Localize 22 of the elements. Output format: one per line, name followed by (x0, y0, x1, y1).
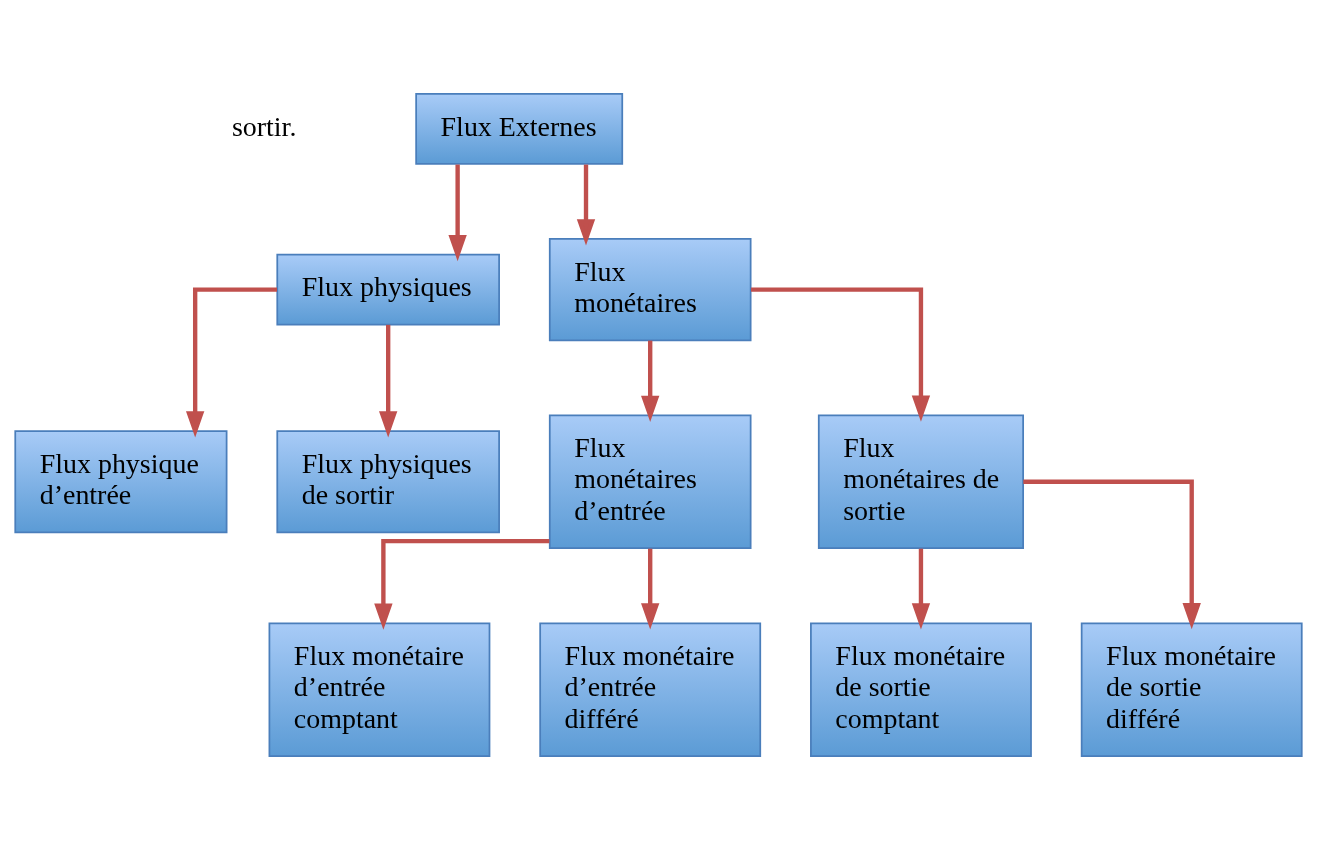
node-box: Flux physique d’entrée (14, 430, 228, 534)
node-box: Flux physiques de sortir (276, 430, 500, 534)
node-box: Flux monétaire de sortie différé (1080, 622, 1303, 757)
node-box: Flux monétaire d’entrée comptant (268, 622, 491, 757)
node-box: Flux physiques (276, 253, 500, 326)
arrow (641, 340, 660, 422)
arrow (186, 287, 277, 438)
label: sortir. (231, 110, 297, 142)
arrow (576, 164, 596, 246)
arrow (1023, 479, 1201, 630)
arrow (751, 287, 931, 422)
node-box: Flux monétaires (548, 238, 752, 342)
arrow (911, 548, 931, 630)
node-box: Flux monétaire de sortie comptant (810, 622, 1032, 757)
node-box: Flux monétaire d’entrée différé (539, 622, 762, 757)
node-box: Flux monétaires d’entrée (548, 414, 752, 550)
node-box: Flux Externes (415, 93, 624, 165)
node-box: Flux monétaires de sortie (817, 414, 1024, 550)
arrow (448, 164, 467, 262)
arrow (379, 324, 398, 438)
arrow (641, 548, 660, 630)
arrow (374, 538, 550, 630)
